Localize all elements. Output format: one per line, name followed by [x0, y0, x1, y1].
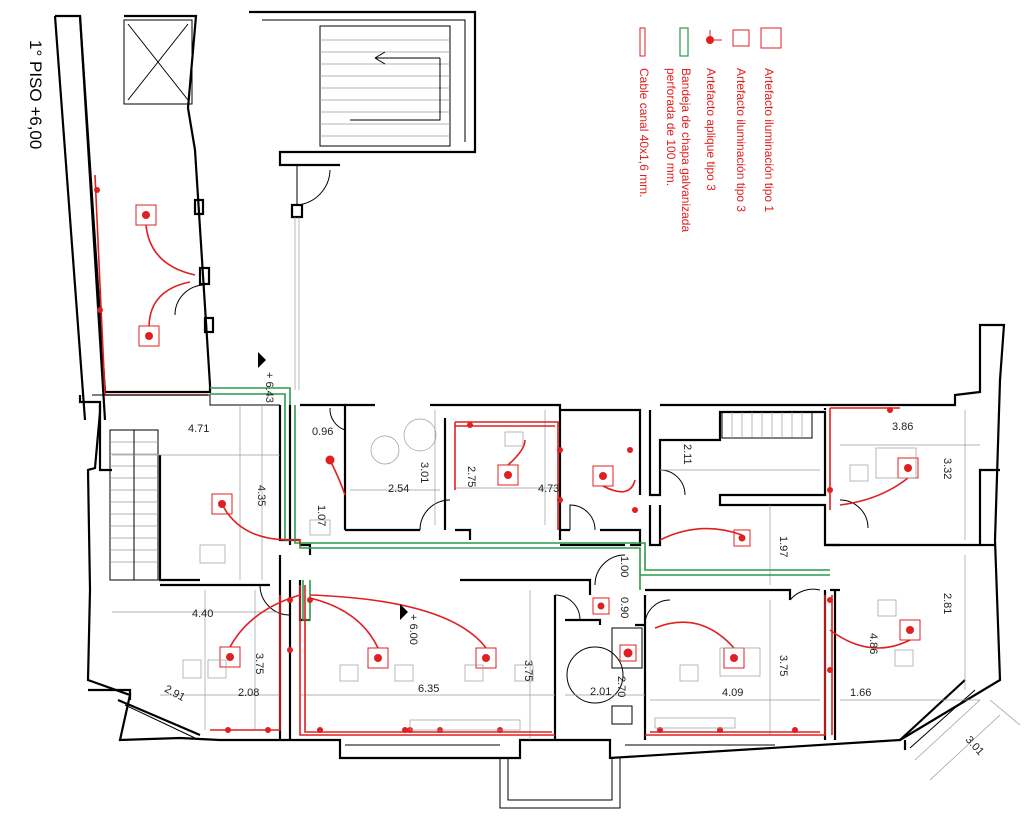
floor-title: 1° PISO +6,00: [26, 40, 45, 149]
legend-item-3: Artefacto aplique tipo 3: [704, 68, 718, 191]
dim-label: 1.66: [850, 687, 871, 699]
dim-label: 4.40: [192, 608, 213, 620]
light-fixture-type3-icon: [733, 529, 751, 547]
dimension-labels: 4.71 4.35 0.96 1.07 2.54 3.01 2.75 4.73 …: [162, 421, 986, 758]
wall-sconce-icon: [706, 30, 722, 44]
dim-label: 4.73: [538, 483, 559, 495]
dim-label: 2.08: [238, 687, 259, 699]
dim-label: 2.01: [590, 686, 611, 698]
dim-label: 3.86: [892, 421, 913, 433]
left-wing: [53, 14, 215, 421]
dim-label: 4.09: [722, 687, 743, 699]
dim-label: 1.97: [777, 536, 789, 557]
light-fixture-type1-icon: [135, 204, 157, 226]
dim-label: 0.96: [312, 426, 333, 438]
stair-block-top: [249, 10, 477, 390]
light-fixture-type1-icon: [723, 647, 745, 669]
interior-walls: [112, 403, 1021, 781]
dim-label: 0.90: [618, 597, 630, 618]
dim-label: 3.75: [522, 660, 534, 681]
dim-label: 3.75: [253, 653, 265, 674]
light-fixture-type1-icon: [219, 646, 241, 668]
level-marker-upper: + 6.43: [258, 352, 275, 403]
legend-item-1: Artefacto iluminación tipo 1: [762, 68, 776, 212]
legend-item-4b: perforada de 100 mm.: [664, 68, 678, 186]
legend-item-2: Artefacto iluminación tipo 3: [734, 68, 748, 212]
level-main-label: + 6.00: [407, 614, 419, 645]
cable-tray-icon: [679, 27, 689, 57]
furniture: [182, 418, 917, 731]
light-fixture-type3-icon: [592, 597, 610, 615]
light-fixture-type1-icon: [138, 325, 160, 347]
light-fixtures: [94, 187, 921, 733]
dim-label: 2.81: [941, 593, 953, 614]
dim-label: 2.75: [465, 466, 477, 487]
wall-sconce-icon: [619, 644, 637, 662]
light-fixture-type1-icon: [899, 619, 921, 641]
light-fixture-type1-icon: [897, 457, 919, 479]
dim-label: 2.54: [388, 483, 409, 495]
cable-channel-icon: [639, 27, 646, 57]
dim-label: 2.70: [615, 676, 627, 697]
light-fixture-type1-icon: [760, 27, 782, 49]
dim-label: 2.91: [162, 683, 187, 704]
dim-label: 3.32: [941, 458, 953, 479]
light-fixture-type1-icon: [367, 647, 389, 669]
dim-label: 2.11: [681, 444, 693, 465]
level-markers: + 6.43 + 6.00: [258, 352, 419, 645]
legend-item-4a: Bandeja de chapa galvanizada: [679, 68, 693, 232]
stair-left: [109, 429, 200, 582]
light-fixture-type3-icon: [732, 29, 750, 47]
dim-label: 3.01: [418, 462, 430, 483]
dim-label: 1.00: [618, 556, 630, 577]
level-marker-main: + 6.00: [400, 604, 419, 645]
dim-label: 4.35: [255, 485, 267, 506]
dim-label: 1.07: [315, 505, 327, 526]
legend: Artefacto iluminación tipo 1 Artefacto i…: [637, 27, 782, 232]
dim-label: 6.35: [418, 683, 439, 695]
level-upper-label: + 6.43: [263, 372, 275, 403]
legend-item-5: Cable canal 40x1,6 mm.: [637, 68, 651, 197]
light-fixture-type1-icon: [497, 464, 519, 486]
light-fixture-type1-icon: [592, 465, 614, 487]
dim-label: 4.71: [188, 423, 209, 435]
dim-label: 3.75: [777, 655, 789, 676]
dim-label: 4.86: [867, 633, 879, 654]
